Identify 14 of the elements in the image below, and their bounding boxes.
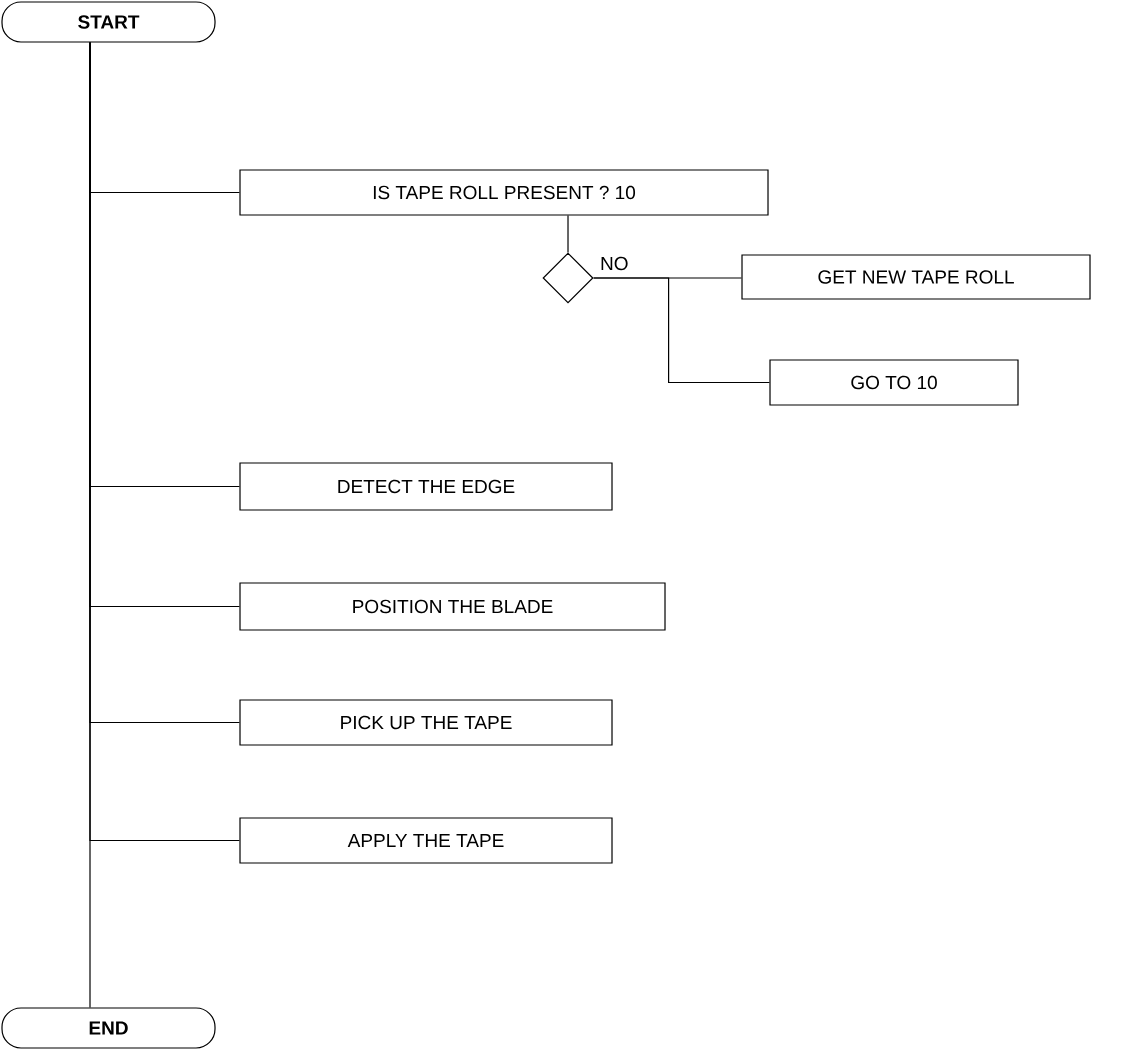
terminal-box: END	[1, 1007, 216, 1049]
connector-line	[89, 42, 91, 1008]
process-box: GO TO 10	[769, 359, 1019, 406]
terminal-box: START	[1, 1, 216, 43]
decision-diamond	[542, 252, 594, 304]
process-box: APPLY THE TAPE	[239, 817, 613, 864]
process-box: GET NEW TAPE ROLL	[741, 254, 1091, 300]
edge-label: NO	[599, 255, 630, 272]
process-box: POSITION THE BLADE	[239, 582, 666, 631]
connector-line	[593, 277, 770, 384]
connector-line	[567, 215, 569, 253]
process-box: PICK UP THE TAPE	[239, 699, 613, 746]
process-box: DETECT THE EDGE	[239, 462, 613, 511]
process-box: IS TAPE ROLL PRESENT ? 10	[239, 169, 769, 216]
